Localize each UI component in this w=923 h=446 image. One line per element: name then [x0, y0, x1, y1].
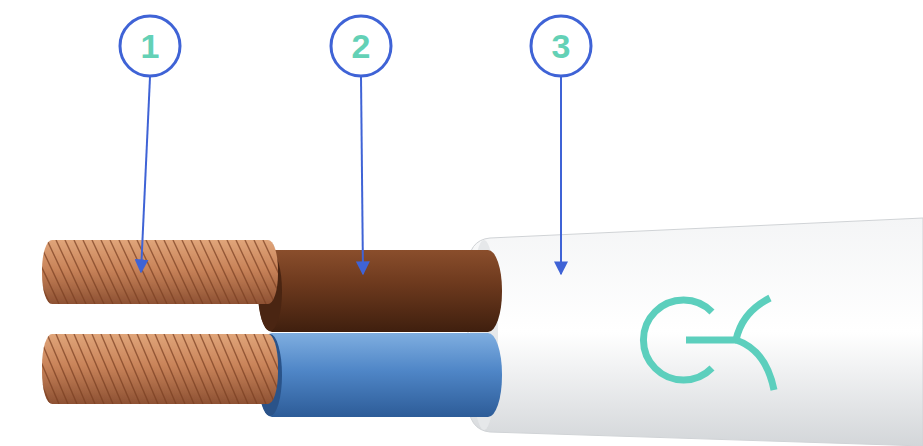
callout-circle	[120, 16, 591, 76]
blue-insulation	[258, 333, 502, 417]
leader-line	[141, 77, 561, 274]
callout-number: 1	[120, 16, 180, 76]
outer-sheath	[468, 218, 923, 446]
brown-insulation	[258, 250, 502, 332]
callout-number: 2	[331, 16, 391, 76]
copper-conductor	[42, 240, 278, 304]
copper-conductor	[42, 334, 278, 404]
callout-number: 3	[531, 16, 591, 76]
logo-mark	[643, 298, 774, 390]
